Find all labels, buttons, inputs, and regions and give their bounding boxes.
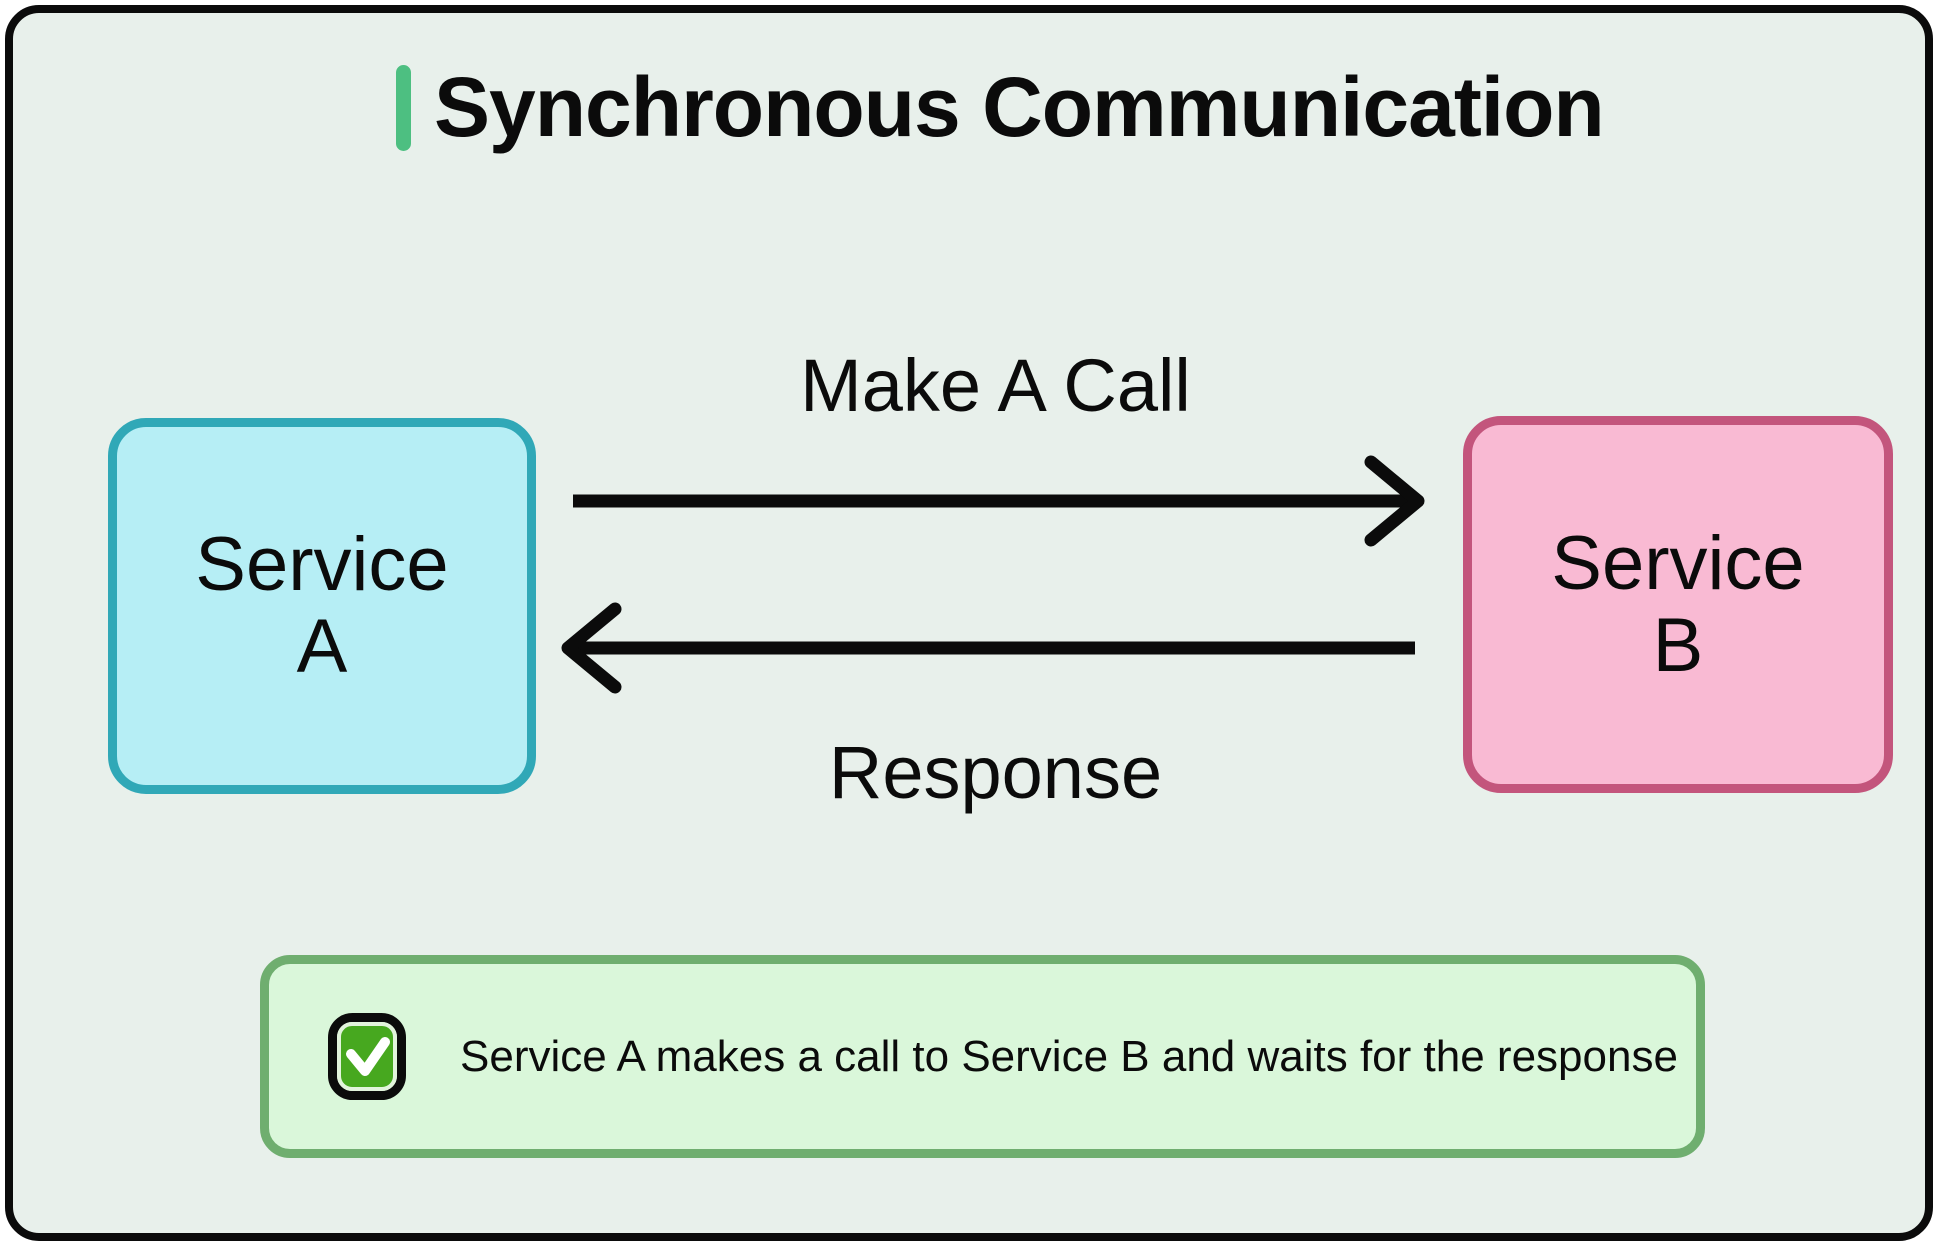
response-arrow <box>561 602 1415 694</box>
service-b-label-line1: Service <box>1551 520 1805 606</box>
service-b-label-line2: B <box>1652 602 1704 688</box>
call-arrow-head <box>1364 455 1425 547</box>
diagram-canvas: Synchronous Communication Service A Serv… <box>5 5 1933 1241</box>
call-arrow <box>573 455 1425 547</box>
title-accent-bar <box>396 65 411 151</box>
response-arrow-head <box>561 602 622 694</box>
note-text: Service A makes a call to Service B and … <box>460 1031 1678 1081</box>
service-a-label-line1: Service <box>195 522 449 607</box>
check-icon <box>328 1013 406 1100</box>
note-box: Service A makes a call to Service B and … <box>260 955 1705 1158</box>
service-a-label-line2: A <box>296 604 348 689</box>
service-b-node: Service B <box>1463 416 1893 793</box>
service-a-node: Service A <box>108 418 536 794</box>
response-arrow-label: Response <box>828 731 1163 814</box>
page-title: Synchronous Communication <box>434 60 1605 154</box>
call-arrow-label: Make A Call <box>800 344 1191 427</box>
